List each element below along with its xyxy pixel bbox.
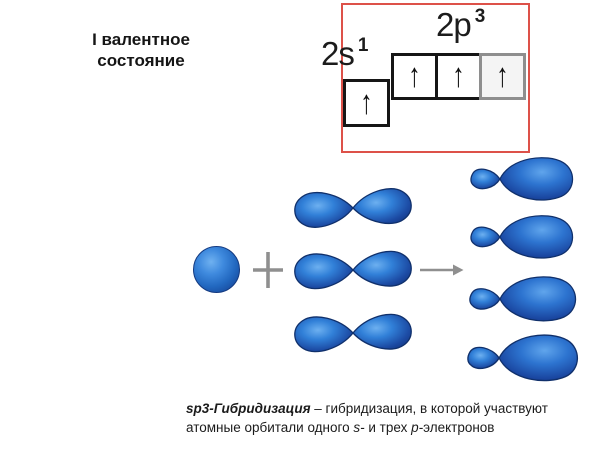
spin-up-arrow-icon: ↑ [360, 83, 373, 122]
p-electron-count: 3 [474, 6, 486, 27]
p-orbital-lobes [294, 313, 412, 353]
slide-title: I валентное состояние [70, 29, 212, 71]
sp3-hybrid-orbital [470, 157, 574, 201]
title-line2: состояние [97, 51, 185, 70]
sp3-hybrid-orbital [469, 276, 577, 322]
p-orbital-cell: ↑ [391, 53, 438, 100]
caption-line2: атомные орбитали одного s- и трех p-элек… [186, 418, 588, 437]
s-sublevel-label: 2s 1 [321, 35, 369, 72]
caption-line1-rest: – гибридизация, в которой участвуют [310, 401, 548, 416]
caption-line2-mid: и трех [364, 420, 412, 435]
sp3-hybrid-orbital [470, 215, 574, 259]
caption-line1: sp3-Гибридизация – гибридизация, в котор… [186, 399, 588, 418]
p-sublevel-label: 2p 3 [436, 6, 486, 43]
s-orbital-cell: ↑ [343, 79, 390, 127]
caption: sp3-Гибридизация – гибридизация, в котор… [186, 399, 588, 437]
plus-icon [253, 252, 283, 288]
p-orbital-cells: ↑ ↑ ↑ [391, 53, 526, 100]
caption-line2-tail: электронов [423, 420, 495, 435]
s-label-text: 2s [321, 35, 355, 72]
p-orbital-lobes [294, 188, 412, 228]
sp3-hybrid-orbital [467, 334, 579, 382]
s-electron-count: 1 [357, 35, 369, 56]
p-orbital-lobes [294, 250, 412, 290]
spin-up-arrow-icon: ↑ [496, 56, 509, 95]
caption-term: sp3-Гибридизация [186, 401, 311, 416]
spin-up-arrow-icon: ↑ [408, 56, 421, 95]
caption-line2-lead: атомные орбитали одного [186, 420, 354, 435]
title-line1: I валентное [92, 30, 190, 49]
electron-configuration-frame [341, 3, 530, 153]
p-orbital-cell: ↑ [479, 53, 526, 100]
caption-p-symbol: p- [411, 420, 424, 435]
right-arrow-icon [420, 264, 464, 276]
p-label-text: 2p [436, 6, 472, 43]
spin-up-arrow-icon: ↑ [452, 56, 465, 95]
caption-s-symbol: s- [353, 420, 365, 435]
p-orbital-cell: ↑ [435, 53, 482, 100]
s-orbital-sphere [193, 246, 240, 293]
